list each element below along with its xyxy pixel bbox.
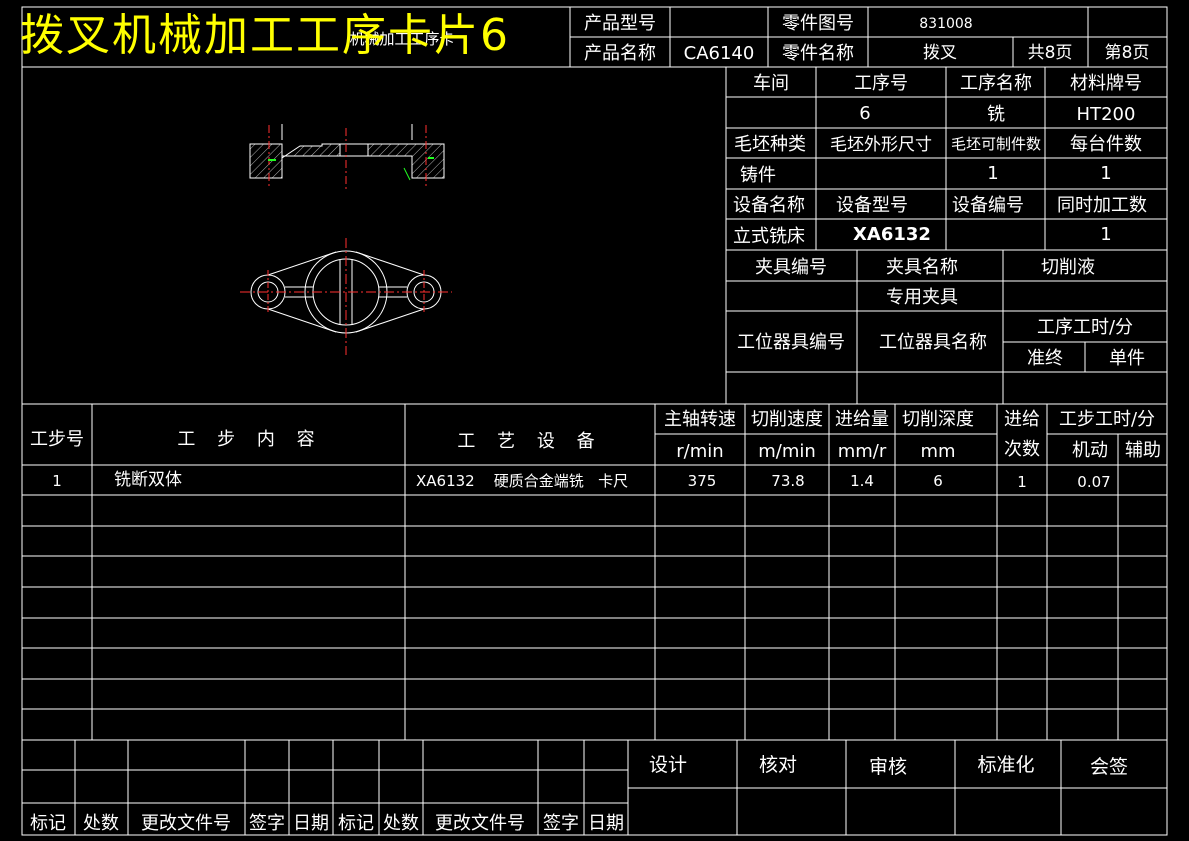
- footer-count-1: 处数: [83, 813, 119, 834]
- op-time-label: 工序工时/分: [1037, 317, 1133, 338]
- row-passes: 1: [1017, 473, 1027, 491]
- table-grid: [21, 6, 1168, 836]
- workshop-label: 车间: [753, 73, 789, 94]
- footer-sign-2: 签字: [543, 813, 579, 834]
- equip-no-label: 设备编号: [952, 195, 1024, 216]
- blank-size-label: 毛坯外形尺寸: [830, 135, 932, 155]
- equip-model-label: 设备型号: [836, 195, 908, 216]
- unit-depth: mm: [920, 441, 955, 462]
- equip-name-value: 立式铣床: [733, 226, 805, 247]
- prep-label: 准终: [1027, 348, 1063, 369]
- unit-speed: m/min: [758, 441, 816, 462]
- row-content: 铣断双体: [114, 470, 182, 490]
- footer-change-doc-2: 更改文件号: [435, 813, 525, 834]
- row-spindle: 375: [688, 472, 717, 490]
- footer-review: 审核: [869, 756, 907, 778]
- header-texts: 机械加工工序卡 产品型号 产品名称 CA6140 零件图号 零件名称 83100…: [349, 13, 1149, 64]
- col-machine: 机动: [1072, 440, 1108, 461]
- blank-count-label: 毛坯可制件数: [951, 135, 1041, 153]
- table-row: 1 铣断双体 XA6132 硬质合金端铣 卡尺 375 73.8 1.4 6 1…: [52, 470, 1110, 491]
- footer-mark-1: 标记: [30, 813, 66, 834]
- equip-model-value: XA6132: [853, 224, 931, 245]
- blank-type-label: 毛坯种类: [734, 134, 806, 155]
- blank-count-value: 1: [987, 163, 998, 184]
- op-no-label: 工序号: [854, 73, 908, 94]
- col-step: 工步号: [30, 429, 84, 450]
- unit-time-label: 单件: [1109, 348, 1145, 369]
- footer-standard: 标准化: [977, 754, 1034, 776]
- part-name-label: 零件名称: [782, 43, 854, 64]
- unit-feed: mm/r: [838, 441, 887, 462]
- blank-type-value: 铸件: [740, 165, 776, 186]
- steps-header: 工步号 工 步 内 容 工 艺 设 备 主轴转速 切削速度 进给量 切削深度 进…: [30, 409, 1161, 462]
- footer-check: 核对: [759, 754, 797, 776]
- op-name-label: 工序名称: [960, 73, 1032, 94]
- product-name-label: 产品名称: [584, 43, 656, 64]
- col-time: 工步工时/分: [1059, 409, 1155, 430]
- col-content: 工 步 内 容: [177, 429, 322, 450]
- col-speed: 切削速度: [751, 409, 823, 430]
- footer-sign-1: 签字: [249, 813, 285, 834]
- material-label: 材料牌号: [1070, 73, 1142, 94]
- op-no-value: 6: [859, 103, 870, 124]
- col-feed: 进给量: [835, 409, 889, 430]
- equip-name-label: 设备名称: [733, 195, 805, 216]
- col-passes-line2: 次数: [1004, 439, 1040, 460]
- process-card-label: 机械加工工序卡: [349, 30, 454, 48]
- row-machine-time: 0.07: [1077, 473, 1110, 491]
- col-aux: 辅助: [1125, 440, 1161, 461]
- fixture-name-label: 夹具名称: [886, 257, 958, 278]
- col-spindle: 主轴转速: [664, 409, 736, 430]
- col-depth: 切削深度: [902, 409, 974, 430]
- part-name-value: 拨叉: [923, 43, 957, 63]
- footer-revision: 标记 处数 更改文件号 签字 日期 标记 处数 更改文件号 签字 日期: [30, 813, 624, 834]
- footer-date-1: 日期: [293, 813, 329, 834]
- op-name-value: 铣: [987, 104, 1005, 125]
- row-speed: 73.8: [771, 472, 804, 490]
- fixture-no-label: 夹具编号: [755, 257, 827, 278]
- simul-label: 同时加工数: [1057, 195, 1147, 216]
- footer-countersign: 会签: [1090, 756, 1128, 778]
- overlay-title: 拨叉机械加工工序卡片6: [20, 10, 510, 61]
- footer-design: 设计: [649, 754, 687, 776]
- page-number: 第8页: [1105, 43, 1150, 63]
- product-name-value: CA6140: [684, 43, 755, 64]
- station-no-label: 工位器具编号: [737, 332, 845, 353]
- material-value: HT200: [1077, 104, 1136, 125]
- per-unit-value: 1: [1100, 163, 1111, 184]
- coolant-label: 切削液: [1041, 257, 1095, 278]
- station-name-label: 工位器具名称: [879, 332, 987, 353]
- row-equipment: XA6132 硬质合金端铣 卡尺: [416, 472, 628, 490]
- footer-change-doc-1: 更改文件号: [141, 813, 231, 834]
- footer-date-2: 日期: [588, 813, 624, 834]
- section-view: [249, 124, 445, 192]
- row-step: 1: [52, 472, 62, 490]
- part-drawing: [240, 124, 452, 355]
- part-drawing-label: 零件图号: [782, 13, 854, 34]
- row-depth: 6: [933, 472, 943, 490]
- per-unit-label: 每台件数: [1070, 134, 1142, 155]
- unit-spindle: r/min: [676, 441, 723, 462]
- row-feed: 1.4: [850, 472, 874, 490]
- product-model-label: 产品型号: [584, 13, 656, 34]
- info-texts: 车间 工序号 工序名称 材料牌号 6 铣 HT200 毛坯种类 毛坯外形尺寸 毛…: [733, 73, 1147, 369]
- total-pages: 共8页: [1028, 43, 1073, 63]
- col-equipment: 工 艺 设 备: [457, 431, 602, 452]
- fixture-name-value: 专用夹具: [886, 287, 958, 308]
- col-passes-line1: 进给: [1004, 409, 1040, 430]
- plan-view: [240, 238, 452, 355]
- simul-value: 1: [1100, 224, 1111, 245]
- part-drawing-value: 831008: [919, 16, 972, 32]
- footer-approval: 设计 核对 审核 标准化 会签: [649, 754, 1128, 778]
- footer-count-2: 处数: [383, 813, 419, 834]
- footer-mark-2: 标记: [338, 813, 374, 834]
